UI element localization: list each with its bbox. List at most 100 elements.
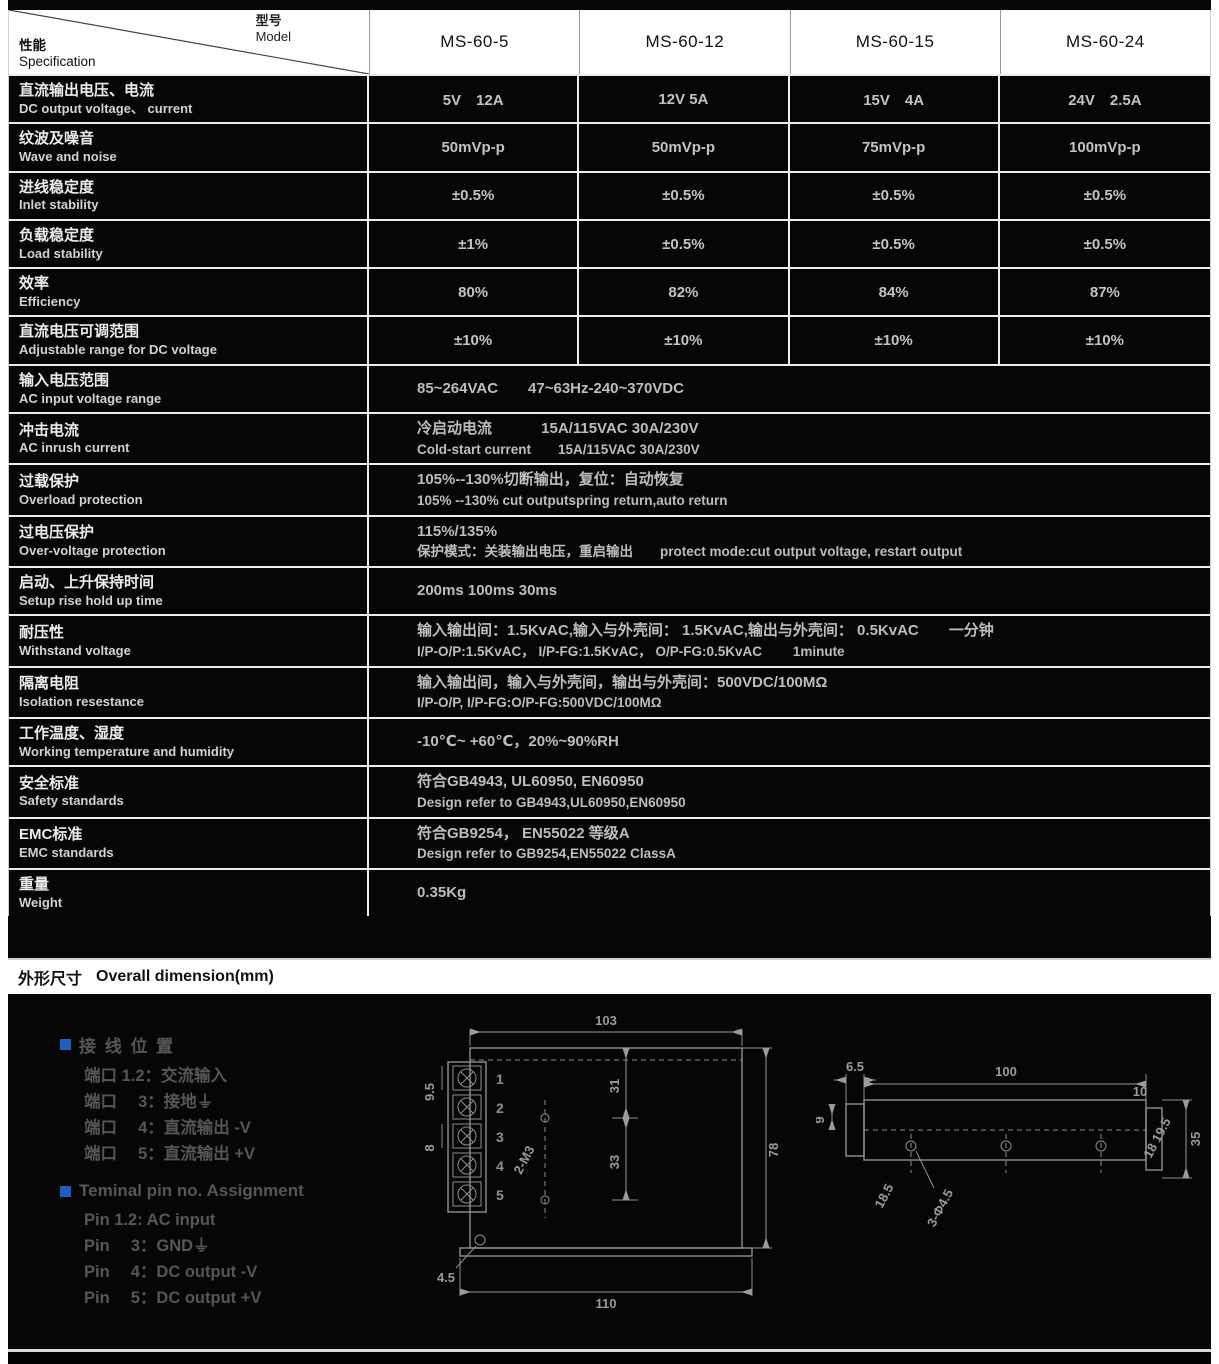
spec-value-line: 105%--130%切断输出，复位：自动恢复 [417,471,684,489]
spec-value: 50mVp-p [369,124,580,171]
spec-value: 50mVp-p [579,124,790,171]
side-view-drawing: 6.5 100 9 18.5 3-Φ4.5 10 18 19.5 [816,1059,1203,1229]
bullet-icon [60,1039,71,1051]
spec-value-span: 输入输出间：1.5KvAC,输入与外壳间： 1.5KvAC,输出与外壳间： 0.… [369,616,1210,665]
svg-text:8: 8 [422,1145,437,1152]
row-label-cn: 重量 [19,875,50,893]
spec-value: ±10% [1085,332,1124,350]
model-header-ms-60-5: MS-60-5 [369,10,579,74]
spec-value-line: 输入输出间：1.5KvAC,输入与外壳间： 1.5KvAC,输出与外壳间： 0.… [417,622,994,640]
spec-value-line: Design refer to GB4943,UL60950,EN60950 [417,794,686,810]
table-header-row: 型号 Model 性能 Specification MS-60-5 MS-60-… [9,10,1210,74]
svg-text:2: 2 [496,1100,504,1116]
row-label-cn: EMC标准 [19,826,83,844]
legend-line: Pin 5：DC output +V [84,1289,262,1308]
svg-text:9: 9 [816,1117,827,1124]
svg-text:5: 5 [496,1187,504,1203]
spec-value: ±0.5% [1083,187,1127,205]
spec-value-line: 0.35Kg [417,884,467,902]
spec-value: 5V 12A [369,76,580,123]
row-label-en: Safety standards [19,793,124,809]
spec-value-span: 105%--130%切断输出，复位：自动恢复 105% --130% cut ou… [369,465,1210,514]
legend-title-cn: 接 线 位 置 [79,1037,176,1057]
row-label-en: EMC standards [19,844,114,860]
model-header-ms-60-15: MS-60-15 [789,10,1000,74]
spec-value: ±10% [579,317,790,364]
legend-title-en-row: Teminal pin no. Assignment [60,1181,304,1201]
spec-value: 87% [1089,283,1120,301]
spec-value: 15V 4A [790,76,1000,123]
svg-text:78: 78 [766,1143,781,1157]
spec-value-line: Cold-start current 15A/115VAC 30A/230V [417,441,700,457]
top-strip [8,0,1211,10]
legend-line: 端口 3：接地⏚ [84,1093,214,1112]
drawing-area: 接 线 位 置 端口 1.2：交流输入 端口 3：接地⏚ 端口 4：直流输出 -… [8,994,1211,1346]
svg-text:4.5: 4.5 [437,1270,455,1285]
row-label-cn: 安全标准 [19,774,80,792]
svg-text:18.5: 18.5 [871,1181,896,1210]
spec-sheet: 型号 Model 性能 Specification MS-60-5 MS-60-… [8,0,1211,1364]
legend-title-en: Teminal pin no. Assignment [79,1181,304,1201]
spec-value: ±0.5% [579,220,790,268]
svg-text:18 19.5: 18 19.5 [1140,1115,1174,1160]
spec-value: ±0.5% [790,172,1000,219]
legend-line: Pin 3：GND⏚ [84,1237,210,1256]
svg-text:9.5: 9.5 [422,1083,437,1101]
dimension-title-en: Overall dimension(mm) [96,968,274,986]
row-label-cn: 隔离电阻 [19,675,80,693]
model-header-ms-60-12: MS-60-12 [579,10,789,74]
svg-text:33: 33 [607,1155,622,1169]
svg-text:1: 1 [496,1071,504,1087]
row-label-cn: 直流输出电压、电流 [19,81,155,99]
svg-text:3: 3 [496,1129,504,1145]
model-header-ms-60-24: MS-60-24 [999,10,1210,74]
dimension-section-header: 外形尺寸 Overall dimension(mm) [8,958,1211,995]
spec-value-span: 符合GB9254， EN55022 等级A Design refer to GB9… [369,819,1210,868]
spec-value-line: -10℃~ +60℃，20%~90%RH [417,733,619,751]
row-label-cn: 进线稳定度 [19,178,95,196]
legend-line: 端口 4：直流输出 -V [84,1119,251,1138]
row-label-en: AC inrush current [19,440,130,456]
diagonal-divider [9,10,369,74]
spec-value: ±0.5% [369,172,580,219]
spec-value-line: 冷启动电流 15A/115VAC 30A/230V [417,420,699,438]
spec-value: 12V 5A [579,76,790,123]
spec-value: 84% [790,269,1000,316]
spec-table: 型号 Model 性能 Specification MS-60-5 MS-60-… [8,10,1211,917]
spec-value-line: 符合GB9254， EN55022 等级A [417,824,630,842]
spec-value-line: I/P-O/P:1.5KvAC， I/P-FG:1.5KvAC， O/P-FG:… [417,644,845,660]
terminal-screws [452,1065,482,1207]
spec-value-line: Design refer to GB9254,EN55022 ClassA [417,846,676,862]
row-label-en: Inlet stability [19,197,99,213]
row-label-en: Isolation resestance [19,693,144,709]
spec-value: ±0.5% [579,172,790,219]
spec-value-line: 105% --130% cut outputspring return,auto… [417,493,728,509]
legend-line: 端口 5：直流输出 +V [84,1145,255,1164]
spec-value-span: 冷启动电流 15A/115VAC 30A/230V Cold-start curr… [369,414,1210,463]
spec-value-span: -10℃~ +60℃，20%~90%RH [369,719,1210,765]
spec-value: ±0.5% [790,220,1000,268]
row-label-cn: 纹波及噪音 [19,130,95,148]
spec-value: 100mVp-p [1069,138,1141,156]
legend-line: Pin 1.2: AC input [84,1211,216,1230]
spec-value-span: 85~264VAC 47~63Hz-240~370VDC [369,366,1210,412]
row-label-en: Setup rise hold up time [19,592,163,608]
spec-value-span: 0.35Kg [369,870,1210,916]
